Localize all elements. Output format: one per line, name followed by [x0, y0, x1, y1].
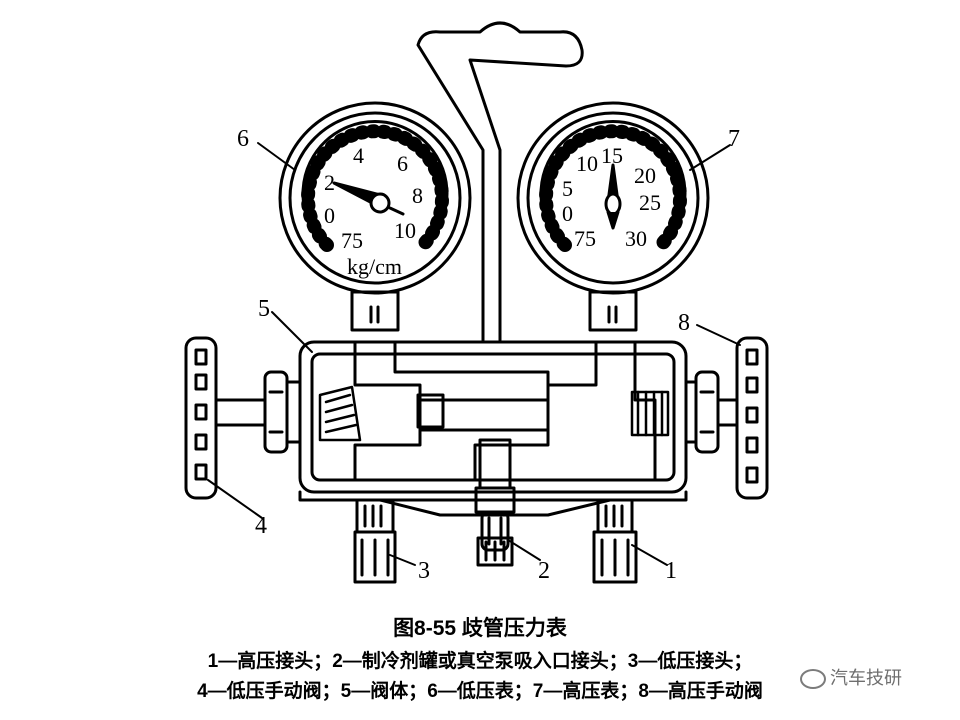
- high-gauge-label-0: 0: [562, 201, 573, 226]
- leader-lines: [207, 142, 741, 566]
- watermark-text: 汽车技研: [830, 668, 902, 689]
- low-pressure-connector: [353, 498, 397, 584]
- callout-2: 2: [538, 558, 550, 584]
- figure-caption-title: 图8-55 歧管压力表: [393, 617, 567, 640]
- low-gauge-label-8: 8: [412, 183, 423, 208]
- low-pressure-hand-valve: [184, 336, 302, 500]
- high-gauge-label-5: 5: [562, 176, 573, 201]
- callout-1: 1: [665, 558, 677, 584]
- manifold-gauge-diagram: 0 2 4 6 8 10 75 kg/cm 0 5 10 15 20 25 30…: [184, 21, 769, 584]
- callout-6: 6: [237, 126, 249, 152]
- low-gauge-label-10: 10: [394, 218, 416, 243]
- high-pressure-hand-valve: [684, 336, 769, 500]
- low-gauge-label-2: 2: [324, 170, 335, 195]
- high-pressure-gauge: [516, 101, 710, 332]
- low-gauge-label-6: 6: [397, 151, 408, 176]
- refrigerant-tank-vacuum-connector: [474, 438, 516, 567]
- low-pressure-gauge: [278, 101, 472, 332]
- wechat-logo-icon: [800, 669, 826, 689]
- callout-3: 3: [418, 558, 430, 584]
- high-gauge-label-15: 15: [601, 143, 623, 168]
- low-gauge-label-4: 4: [353, 143, 364, 168]
- figure-caption-legend-line-2: 4—低压手动阀；5—阀体；6—低压表；7—高压表；8—高压手动阀: [197, 681, 763, 702]
- hanging-hook: [416, 21, 584, 342]
- high-pressure-connector: [592, 498, 638, 584]
- figure-caption-legend-line-1: 1—高压接头；2—制冷剂罐或真空泵吸入口接头；3—低压接头；: [207, 651, 753, 672]
- callout-4: 4: [255, 513, 267, 539]
- high-gauge-label-25: 25: [639, 190, 661, 215]
- high-gauge-label-10: 10: [576, 151, 598, 176]
- low-gauge-unit: kg/cm: [347, 254, 402, 279]
- low-gauge-label-0: 0: [324, 203, 335, 228]
- high-gauge-label-20: 20: [634, 163, 656, 188]
- callout-7: 7: [728, 126, 740, 152]
- callout-5: 5: [258, 296, 270, 322]
- watermark: 汽车技研: [800, 664, 902, 690]
- callout-8: 8: [678, 310, 690, 336]
- high-gauge-label-75: 75: [574, 226, 596, 251]
- high-gauge-label-30: 30: [625, 226, 647, 251]
- low-gauge-label-75: 75: [341, 228, 363, 253]
